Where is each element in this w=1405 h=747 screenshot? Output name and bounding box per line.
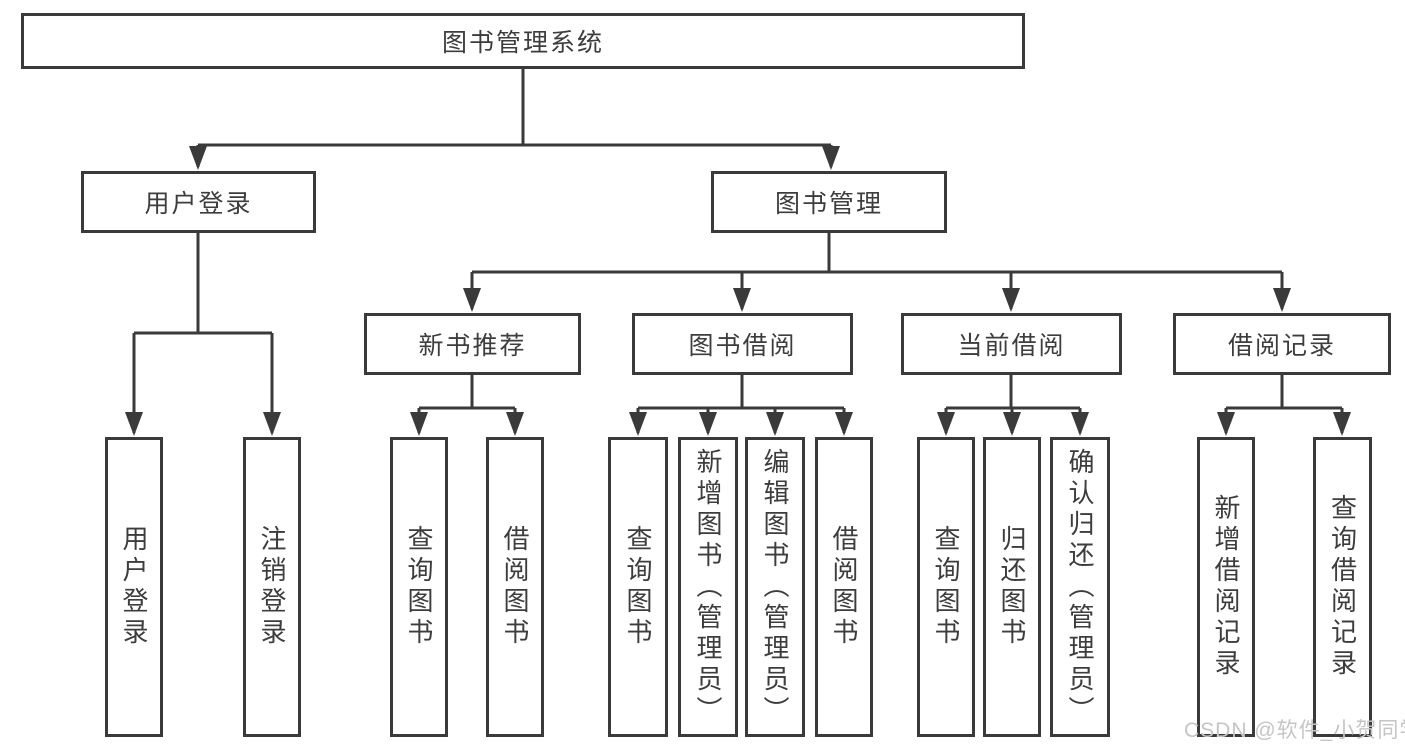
node-borrowing-query-books: 查询图书 xyxy=(608,437,668,737)
node-current-borrowing: 当前借阅 xyxy=(901,313,1122,375)
node-return-books: 归还图书 xyxy=(983,437,1041,737)
node-logout-action: 注销登录 xyxy=(243,437,301,737)
node-root-system: 图书管理系统 xyxy=(21,13,1025,69)
node-recommend-query-books: 查询图书 xyxy=(390,437,448,737)
node-book-borrowing: 图书借阅 xyxy=(632,313,853,375)
node-borrowing-records: 借阅记录 xyxy=(1173,313,1391,375)
node-edit-books-admin: 编辑图书（管理员） xyxy=(745,437,805,737)
node-confirm-return-admin: 确认归还（管理员） xyxy=(1050,437,1110,737)
node-new-book-recommend: 新书推荐 xyxy=(364,313,581,375)
csdn-watermark: CSDN @软件_小贺同学 xyxy=(1184,719,1405,742)
node-user-login: 用户登录 xyxy=(81,171,316,233)
node-add-books-admin: 新增图书（管理员） xyxy=(678,437,738,737)
node-book-management: 图书管理 xyxy=(711,171,947,233)
node-recommend-borrow-books: 借阅图书 xyxy=(486,437,544,737)
node-borrowing-borrow-books: 借阅图书 xyxy=(815,437,873,737)
node-current-query-books: 查询图书 xyxy=(917,437,975,737)
node-add-borrow-record: 新增借阅记录 xyxy=(1197,437,1255,737)
node-user-login-action: 用户登录 xyxy=(105,437,163,737)
node-query-borrow-record: 查询借阅记录 xyxy=(1313,437,1372,737)
